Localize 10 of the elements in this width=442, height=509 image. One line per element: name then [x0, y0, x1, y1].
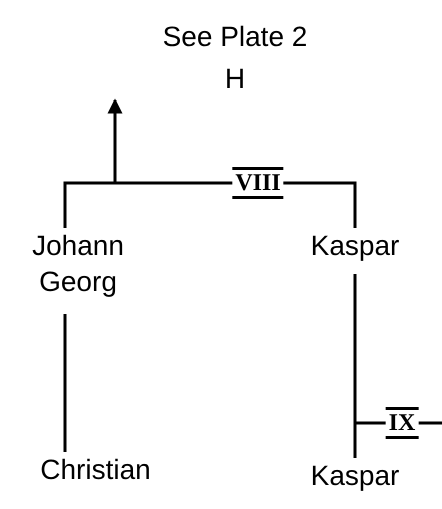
- edge-label: IX: [386, 407, 418, 439]
- edge-label: VIII: [232, 167, 284, 199]
- name-text: Kaspar: [310, 459, 400, 493]
- name-text: Johann Georg: [31, 229, 125, 299]
- name-text: H: [224, 62, 246, 96]
- name-text: See Plate 2: [162, 20, 308, 54]
- name-text: Christian: [40, 453, 151, 487]
- arrow: [108, 98, 122, 183]
- connector-line: [64, 314, 66, 452]
- name-text: Kaspar: [310, 229, 400, 263]
